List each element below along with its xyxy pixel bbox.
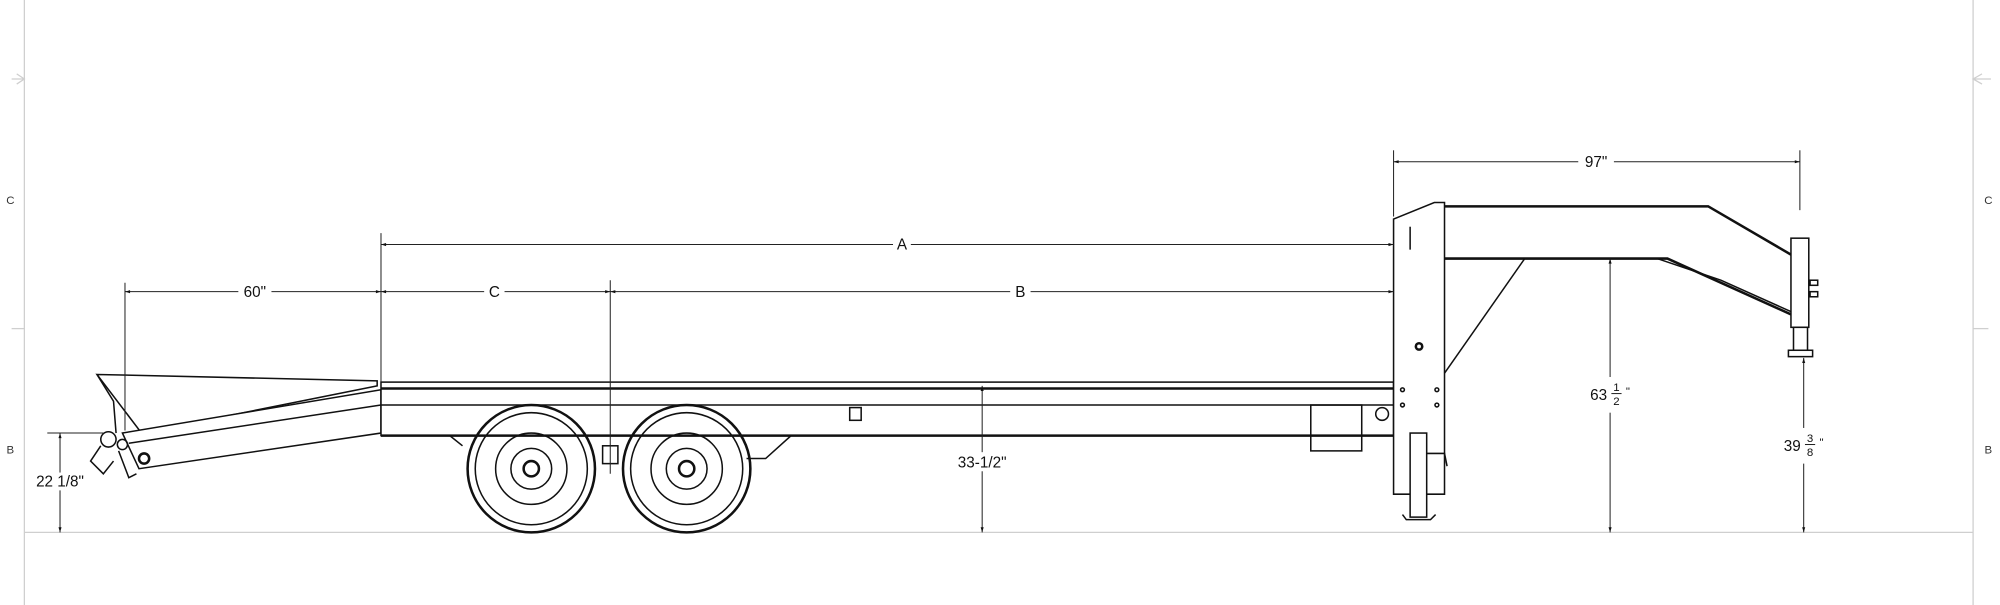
unit-mark: " [1626, 386, 1630, 398]
dimension-label: B [1015, 284, 1025, 301]
trailer-deck [380, 381, 1395, 460]
dimension-coupler-height: 39 3 8 " [1780, 357, 1827, 533]
dimension-label: 97" [1585, 154, 1607, 171]
dimension-dovetail-height: 22 1/8" [32, 433, 89, 533]
fraction-numerator: 1 [1613, 382, 1619, 394]
dimension-gooseneck-length: 97" [1393, 154, 1800, 171]
wheel-front-axle [466, 403, 597, 534]
fraction-numerator: 3 [1807, 433, 1813, 445]
dovetail-ramps [89, 373, 382, 479]
fraction-denominator: 8 [1807, 447, 1813, 459]
dimension-label: 33-1/2" [958, 454, 1007, 471]
dimension-dovetail-length: 60" [124, 284, 381, 301]
dimension-a: A [380, 237, 1394, 254]
dimension-c: C [380, 284, 611, 301]
dimension-label: 22 1/8" [36, 474, 84, 491]
zone-letter: B [7, 444, 15, 456]
dimension-label: A [897, 237, 908, 254]
dimension-label: C [489, 284, 500, 301]
dimension-label: 39 [1784, 438, 1801, 455]
zone-letter: C [1984, 195, 1992, 207]
dimension-label: 63 [1590, 387, 1607, 404]
dimension-b: B [610, 284, 1394, 301]
dimension-label: 60" [244, 284, 266, 301]
extension-lines [47, 150, 1801, 474]
fraction-denominator: 2 [1613, 396, 1619, 408]
wheel-rear-axle [621, 403, 752, 534]
zone-letter: B [1985, 444, 1993, 456]
dimension-deck-height: 33-1/2" [951, 385, 1013, 533]
gooseneck [1392, 201, 1819, 521]
unit-mark: " [1819, 437, 1823, 449]
drawing-border [11, 0, 1991, 605]
dimension-gooseneck-clearance: 63 1 2 " [1587, 258, 1634, 533]
zone-letter: C [6, 195, 14, 207]
